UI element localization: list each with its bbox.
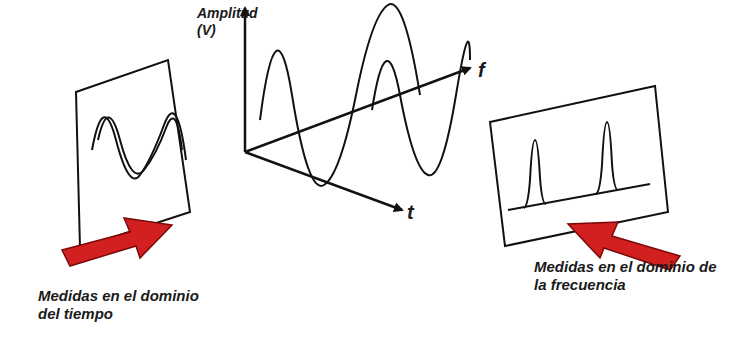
- axis-label: f: [478, 58, 498, 82]
- axes: [245, 8, 470, 210]
- frequency-domain-panel: [490, 86, 668, 246]
- caption-label: Medidas en el dominio del tiempo: [38, 287, 223, 323]
- axis-label: t: [407, 200, 427, 224]
- caption-label: Medidas en el dominio de la frecuencia: [534, 258, 719, 294]
- sine-waves: [260, 4, 470, 186]
- axis-label: Amplitud (V): [197, 5, 272, 39]
